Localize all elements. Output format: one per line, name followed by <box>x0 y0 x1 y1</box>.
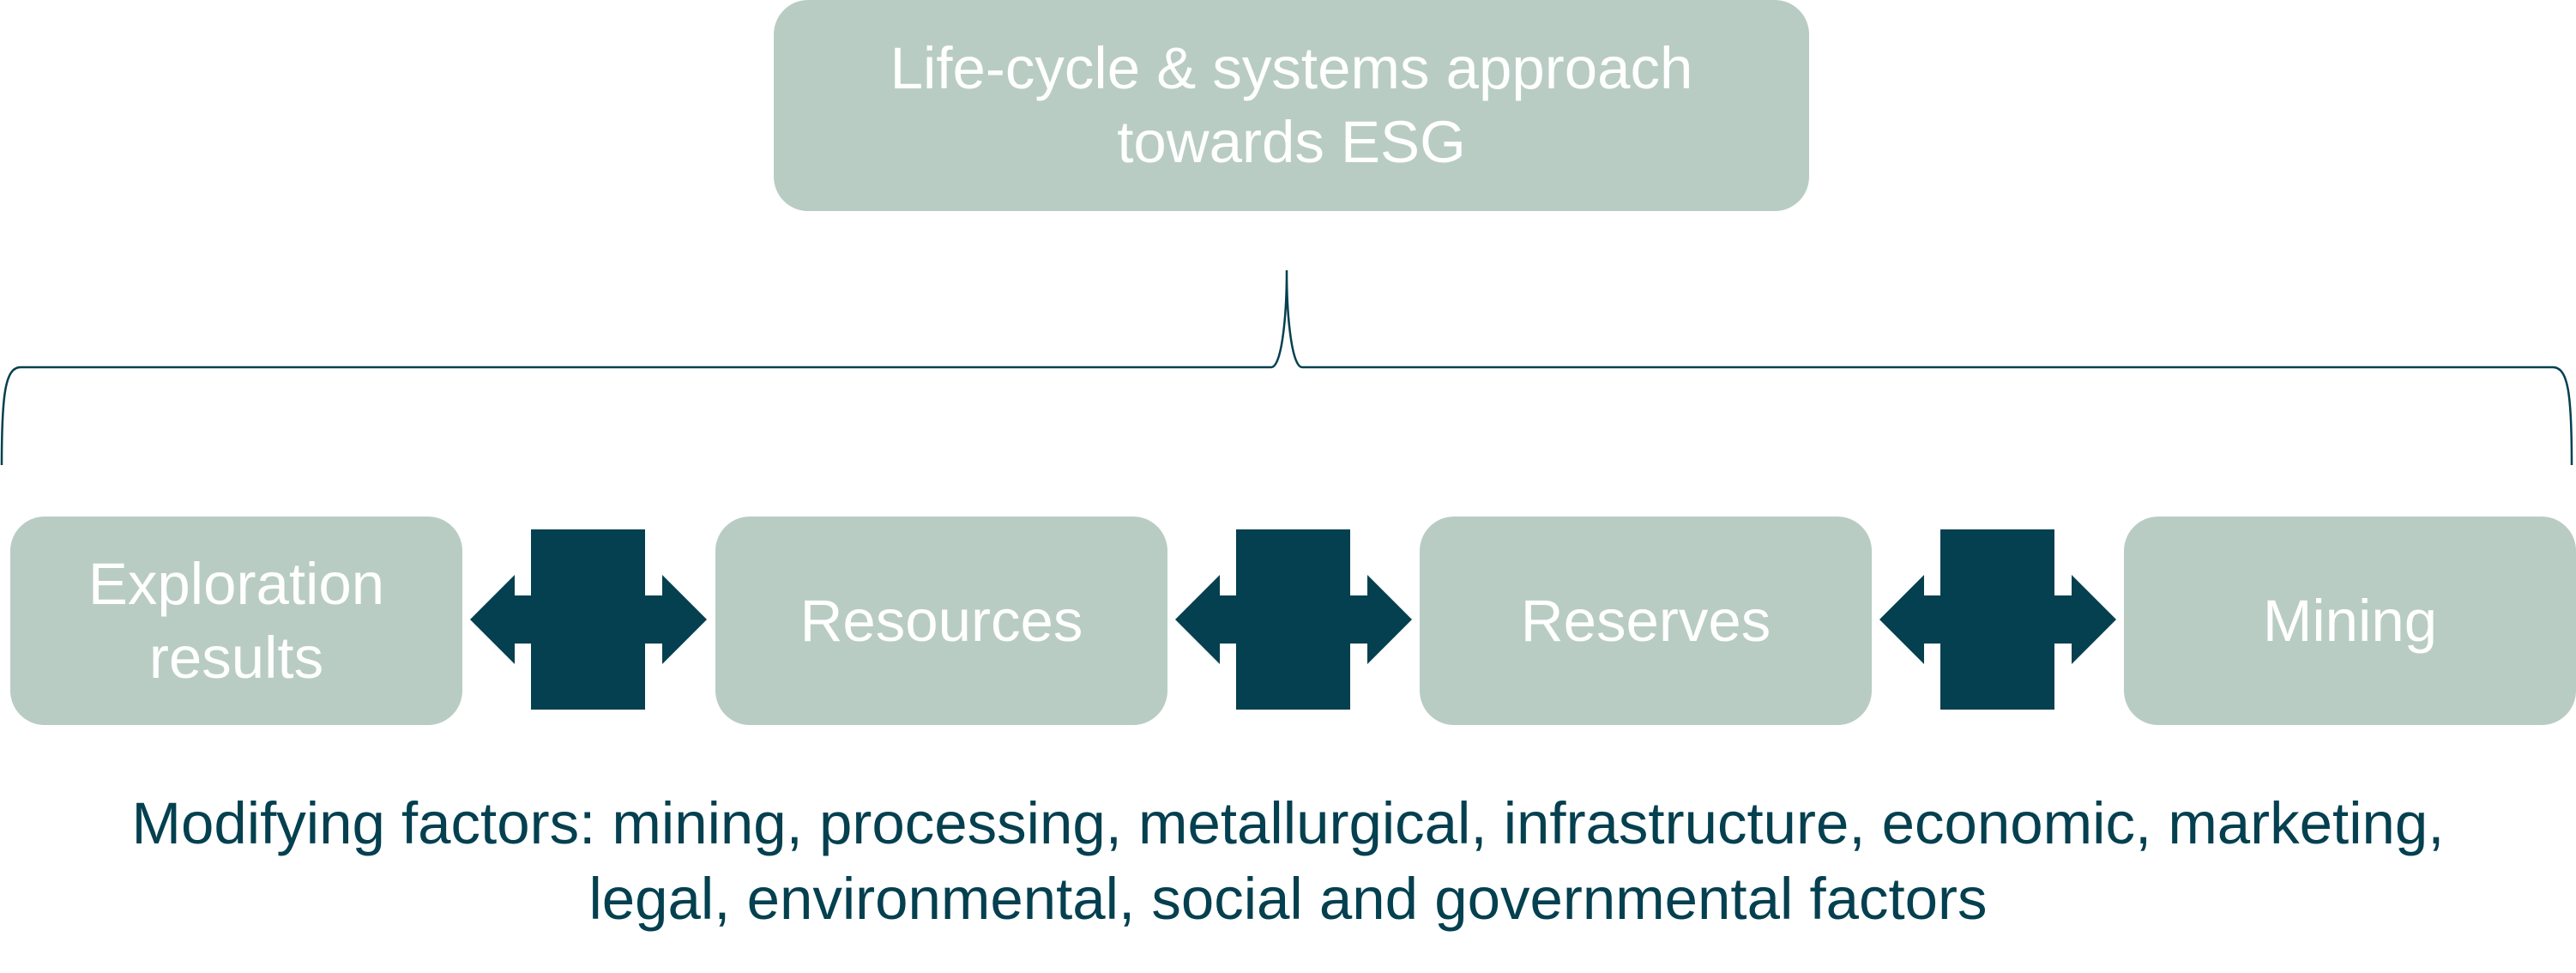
double-arrow-2 <box>1175 529 1412 710</box>
esg-approach-line-2: towards ESG <box>1117 109 1466 175</box>
double-arrow-3 <box>1879 529 2116 710</box>
modifying-factors-line-2: legal, environmental, social and governm… <box>588 866 1988 932</box>
grouping-brace <box>0 269 2573 466</box>
stage-mining: Mining <box>2124 517 2576 725</box>
stage-label: Mining <box>2262 587 2438 654</box>
esg-approach-line-1: Life-cycle & systems approach <box>890 35 1693 101</box>
double-arrow-1 <box>470 529 707 710</box>
modifying-factors-caption: Modifying factors: mining, processing, m… <box>0 786 2576 937</box>
esg-approach-box: Life-cycle & systems approach towards ES… <box>774 0 1809 211</box>
stage-reserves: Reserves <box>1420 517 1872 725</box>
stage-exploration-results: Exploration results <box>10 517 462 725</box>
stage-label: Exploration results <box>87 550 385 691</box>
modifying-factors-line-1: Modifying factors: mining, processing, m… <box>131 790 2445 856</box>
stage-resources: Resources <box>715 517 1167 725</box>
stage-label: Resources <box>799 587 1083 654</box>
stage-label: Reserves <box>1520 587 1771 654</box>
